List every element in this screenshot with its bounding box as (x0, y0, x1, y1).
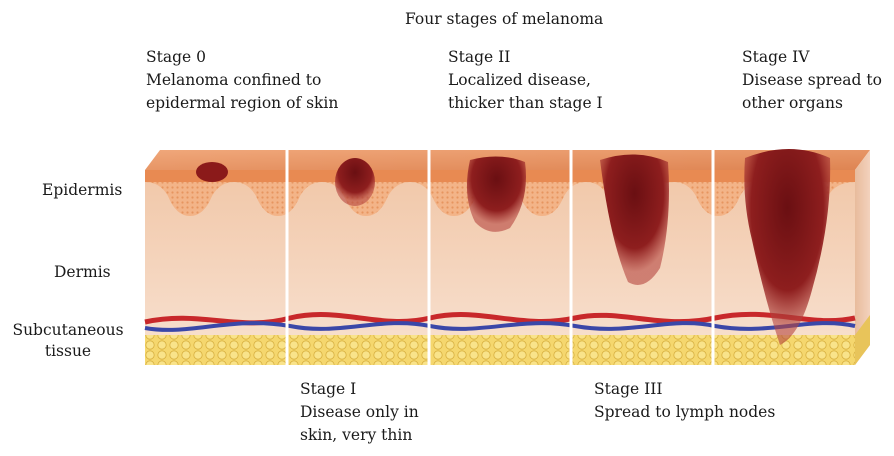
tumor-stage-0 (196, 162, 228, 182)
subcutaneous-fat-layer (145, 335, 855, 365)
tumor-stage-1 (335, 158, 375, 206)
